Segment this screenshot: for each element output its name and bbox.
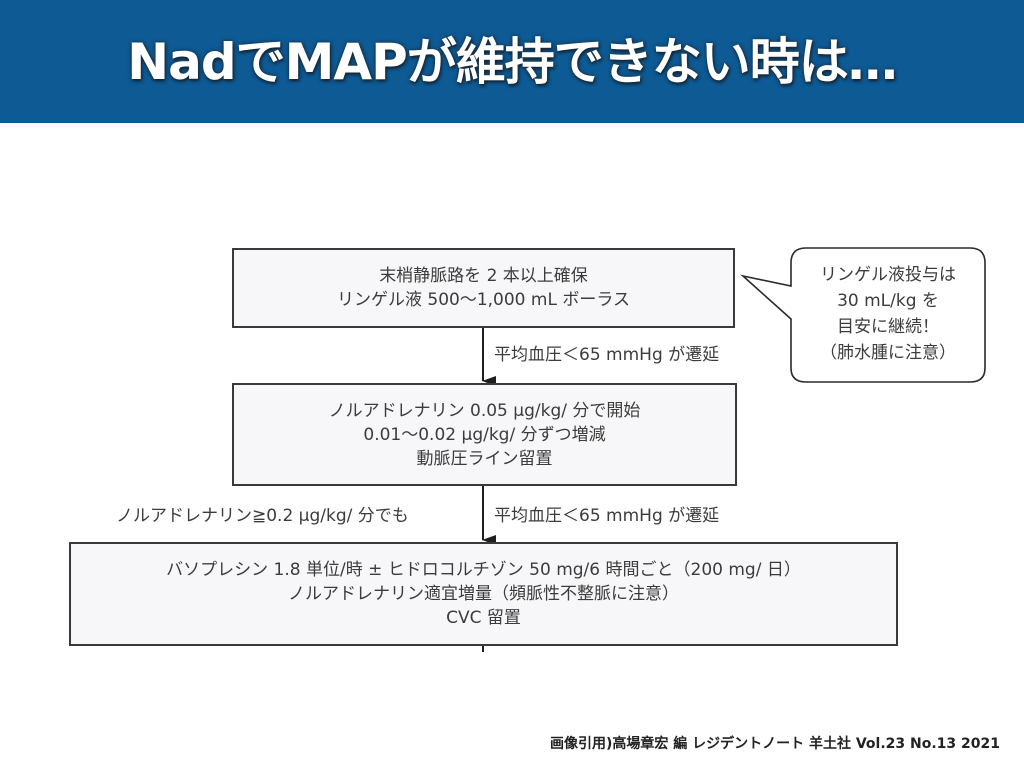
step-text: 0.01〜0.02 μg/kg/ 分ずつ増減 [363,424,606,445]
step-text: 末梢静脈路を 2 本以上確保 [379,266,588,286]
step-box-fluid-resuscitation: 末梢静脈路を 2 本以上確保 リンゲル液 500〜1,000 mL ボーラス [232,248,735,328]
step-text: バソプレシン 1.8 単位/時 ± ヒドロコルチゾン 50 mg/6 時間ごと（… [166,560,801,580]
callout-bubble [740,247,986,383]
step-text: リンゲル液 500〜1,000 mL ボーラス [336,290,631,310]
transition-condition-label: 平均血圧＜65 mmHg が遷延 [494,345,720,365]
image-citation: 画像引用)高場章宏 編 レジデントノート 羊土社 Vol.23 No.13 20… [549,736,1000,752]
callout-line: 目安に継続！ [837,317,939,337]
step-box-noradrenaline: ノルアドレナリン 0.05 μg/kg/ 分で開始 0.01〜0.02 μg/k… [232,383,737,486]
step-text: CVC 留置 [446,608,521,628]
step-text: ノルアドレナリン 0.05 μg/kg/ 分で開始 [328,400,641,421]
slide-title: NadでMAPが維持できない時は… [127,33,897,91]
step-text: 動脈圧ライン留置 [416,448,553,469]
callout-line: 30 mL/kg を [837,291,939,311]
callout-line: （肺水腫に注意） [820,343,956,363]
step-text: ノルアドレナリン適宜増量（頻脈性不整脈に注意） [288,584,679,604]
transition-condition-label: 平均血圧＜65 mmHg が遷延 [494,506,720,526]
callout-line: リンゲル液投与は [820,265,956,285]
transition-extra-condition-label: ノルアドレナリン≧0.2 μg/kg/ 分でも [116,506,409,526]
title-bar: NadでMAPが維持できない時は… [0,0,1024,123]
step-box-vasopressin: バソプレシン 1.8 単位/時 ± ヒドロコルチゾン 50 mg/6 時間ごと（… [69,542,898,646]
callout-note: リンゲル液投与は 30 mL/kg を 目安に継続！ （肺水腫に注意） [793,262,983,366]
